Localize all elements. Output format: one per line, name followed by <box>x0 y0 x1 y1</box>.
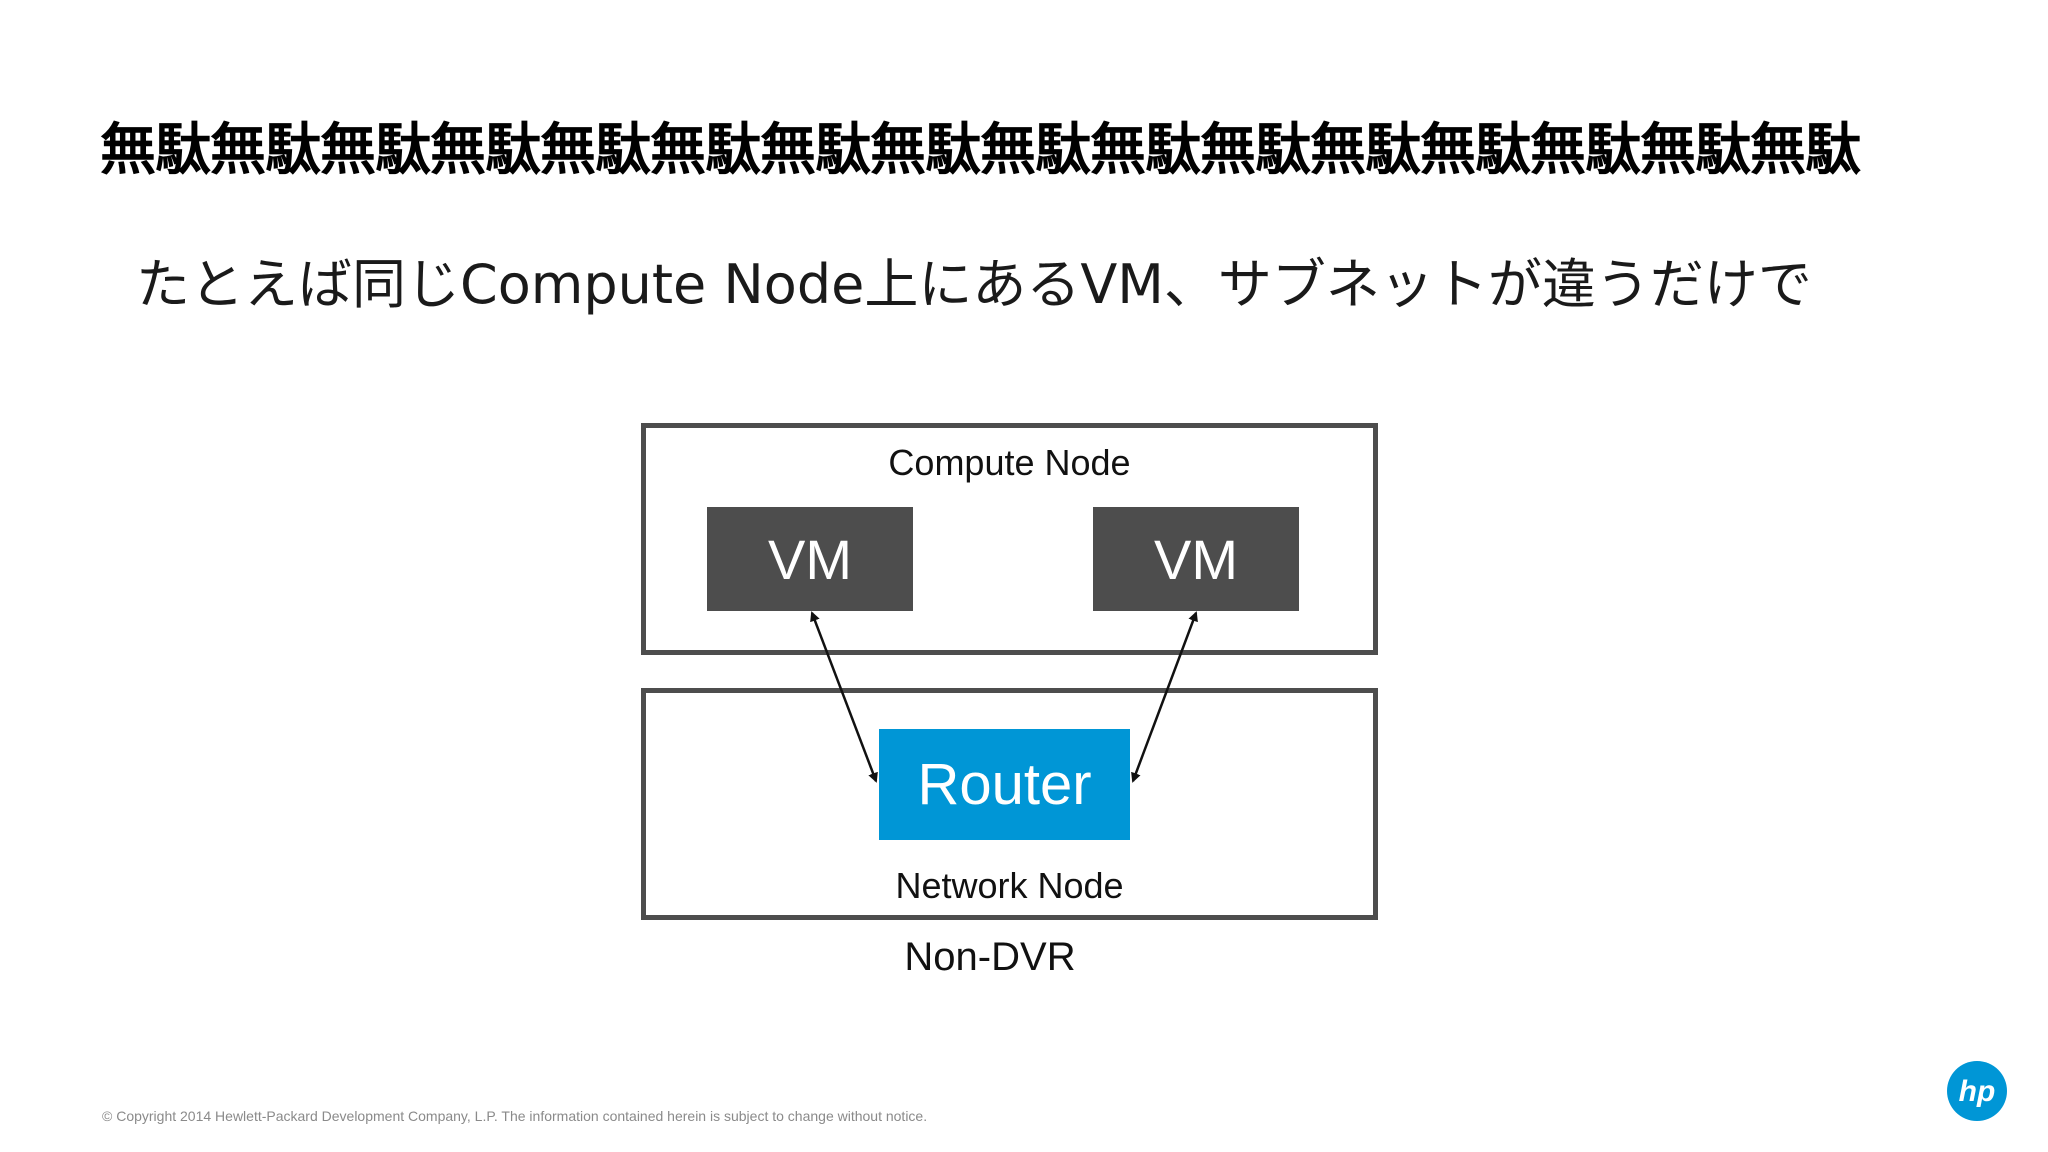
network-node-label: Network Node <box>895 865 1124 906</box>
router-box: Router <box>879 729 1130 840</box>
svg-text:hp: hp <box>1959 1075 1996 1108</box>
hp-logo-icon: hp <box>1947 1061 2007 1121</box>
vm-right-box: VM <box>1093 507 1299 611</box>
slide-subtitle: たとえば同じCompute Node上にあるVM、サブネットが違うだけで <box>136 253 1812 316</box>
compute-node-label: Compute Node <box>888 442 1131 483</box>
slide-title: 無駄無駄無駄無駄無駄無駄無駄無駄無駄無駄無駄無駄無駄無駄無駄無駄 <box>100 118 1861 183</box>
copyright-footer: © Copyright 2014 Hewlett-Packard Develop… <box>102 1108 928 1124</box>
vm-left-box: VM <box>707 507 913 611</box>
diagram-caption: Non-DVR <box>904 935 1076 979</box>
